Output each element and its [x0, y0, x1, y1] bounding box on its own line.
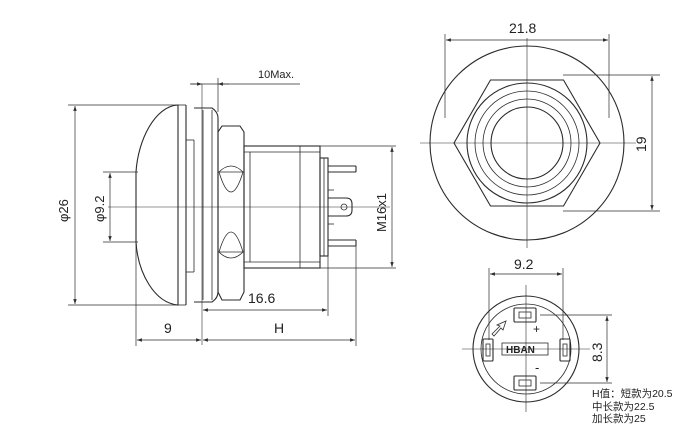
terminal-top — [513, 307, 537, 323]
dim-9-label: 9 — [164, 320, 172, 336]
hex-nut — [217, 125, 245, 301]
dim-9-2-label: 9.2 — [514, 256, 534, 272]
brand-marking: HBAN — [506, 345, 535, 356]
terminal-left — [482, 338, 494, 362]
dome-cap — [135, 104, 179, 306]
dim-h-label: H — [274, 320, 284, 336]
dim-8-3-label: 8.3 — [589, 342, 605, 362]
dim-21-8-label: 21.8 — [509, 20, 536, 36]
note-line: H值：短款为20.5 — [592, 388, 673, 400]
dim-16-6-label: 16.6 — [248, 290, 275, 306]
plus-sign: + — [533, 322, 540, 336]
arrow-symbol — [491, 320, 507, 337]
dim-dia9-2-label: φ9.2 — [92, 195, 107, 222]
dim-10max-label: 10Max. — [258, 69, 294, 81]
back-view: HBAN + - 9.2 8.3 — [462, 256, 612, 412]
dim-m16-label: M16x1 — [374, 193, 389, 232]
side-view: 10Max. φ26 φ9.2 M16x1 16.6 9 H — [56, 69, 396, 346]
terminals — [328, 165, 357, 247]
dim-dia26-label: φ26 — [56, 199, 71, 222]
minus-sign: - — [535, 360, 539, 375]
front-view: 21.8 19 — [420, 20, 660, 248]
note-line: 中长款为22.5 — [592, 400, 655, 413]
terminal-bottom — [513, 375, 537, 391]
h-value-notes: H值：短款为20.5 中长款为22.5 加长款为25 — [592, 388, 673, 426]
bezel-flange — [194, 107, 219, 303]
terminal-right — [559, 338, 571, 362]
dim-19-label: 19 — [633, 136, 649, 152]
note-line: 加长款为25 — [592, 413, 646, 425]
